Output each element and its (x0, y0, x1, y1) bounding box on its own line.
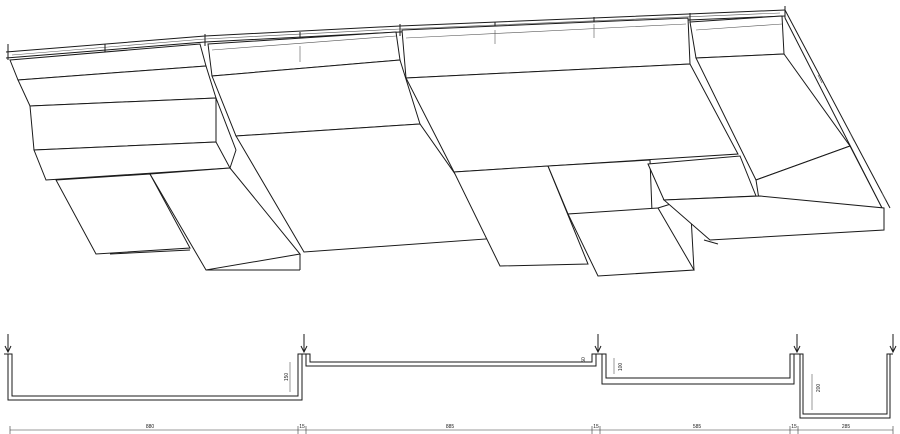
section-1-width-label: 880 (146, 424, 155, 430)
section-4-profile (797, 353, 893, 419)
module-c (401, 17, 739, 267)
module-a (9, 43, 301, 271)
section-2-width-label: 885 (446, 424, 455, 430)
gap-2-label: 15 (593, 424, 599, 430)
section-3-width-label: 585 (693, 424, 702, 430)
section-4-width-label: 285 (842, 424, 851, 430)
section-4-height-label: 200 (816, 384, 822, 393)
gap-1-label: 15 (299, 424, 305, 430)
module-d (547, 155, 757, 277)
section-3-height-label: 100 (618, 363, 624, 372)
hanger-markers (4, 334, 897, 354)
section-2-height-label: 50 (581, 357, 587, 363)
section-view: 880 15 885 15 585 15 285 150 50 100 200 (4, 334, 897, 434)
module-b (207, 31, 501, 253)
section-2-profile (304, 353, 598, 367)
isometric-view (5, 6, 891, 277)
dimension-line (9, 426, 894, 434)
section-1-height-label: 150 (284, 373, 290, 382)
section-3-profile (598, 353, 797, 385)
section-1-profile (4, 353, 304, 401)
gap-3-label: 15 (791, 424, 797, 430)
module-e (662, 15, 885, 245)
